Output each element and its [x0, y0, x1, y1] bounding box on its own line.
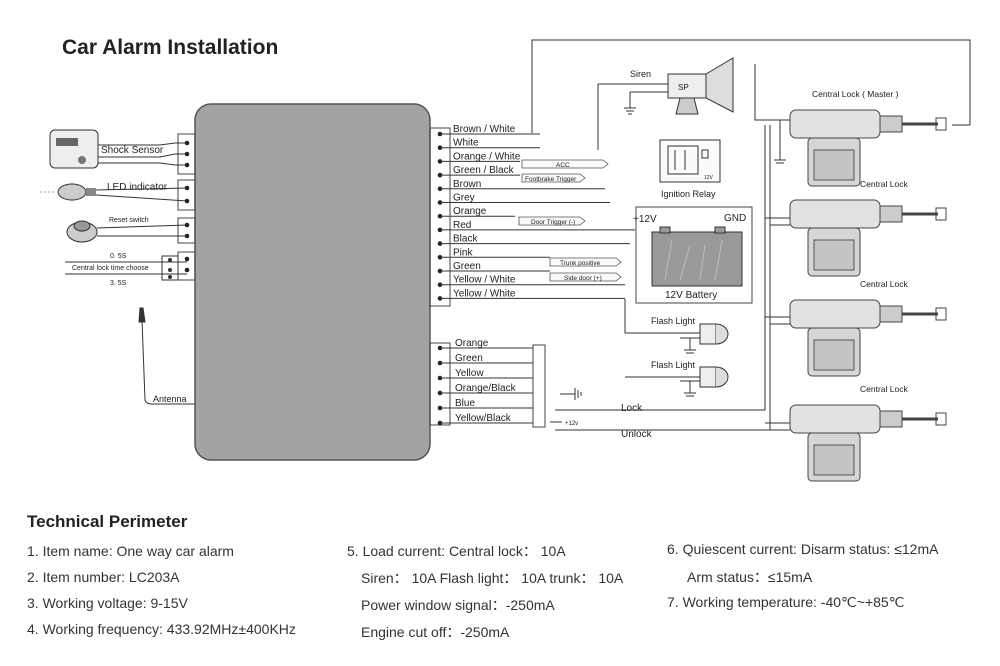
led-indicator-label: LED indicator [107, 182, 168, 193]
ignition-relay-voltage: 12V [704, 175, 714, 181]
wire-label: Orange / White [453, 151, 521, 162]
wire-label: White [453, 138, 479, 149]
lower-wire-group: OrangeGreenYellowOrange/BlackBlueYellow/… [437, 338, 533, 426]
lock-time-bottom: 3. 5S [110, 280, 127, 287]
lock-wire-label: Lock [621, 403, 643, 414]
plus12-label: +12v [565, 421, 578, 427]
spec-item: Arm status：≤15mA [687, 569, 813, 585]
battery-box [635, 206, 753, 304]
central-lock-label: Central Lock [860, 179, 908, 189]
central-lock-icon [789, 404, 947, 482]
spec-item: Power window signal：-250mA [361, 597, 555, 613]
wire-label: Grey [453, 193, 475, 204]
central-lock-icon [789, 109, 947, 187]
control-unit [194, 103, 431, 461]
central-lock-icon [789, 299, 947, 377]
footbrake-tag: Footbrake Trigger [525, 176, 577, 183]
acc-tag: ACC [556, 162, 570, 169]
upper-connector [429, 127, 451, 307]
battery-gnd: GND [724, 213, 746, 224]
led-indicator-icon [40, 183, 96, 201]
wire-label: Green / Black [453, 165, 515, 176]
wire-label: Black [453, 234, 478, 245]
battery-icon [651, 226, 743, 287]
wire-label: Red [453, 220, 471, 231]
siren-icon [667, 57, 734, 115]
battery-label: 12V Battery [665, 290, 717, 301]
trunk-tag: Trunk positive [560, 260, 601, 267]
spec-item: Engine cut off：-250mA [361, 624, 510, 640]
wire-label: Brown [453, 179, 481, 190]
flash-light-icon [699, 366, 729, 388]
tech-title: Technical Perimeter [27, 512, 188, 531]
wire-label: Orange/Black [455, 383, 517, 394]
central-lock-group: Central Lock ( Master )Central LockCentr… [789, 89, 947, 482]
antenna-icon [138, 307, 195, 405]
left-connectors [177, 133, 196, 281]
battery-plus: +12V [633, 214, 657, 225]
reset-switch-label: Reset switch [109, 217, 149, 224]
wire-label: Brown / White [453, 124, 516, 135]
wire-label: Yellow/Black [455, 413, 512, 424]
shock-sensor-icon [49, 129, 99, 169]
relay-block [532, 344, 546, 428]
unlock-wire-label: Unlock [621, 429, 653, 440]
central-lock-label: Central Lock [860, 279, 908, 289]
left-connector-pins [184, 140, 190, 273]
siren-inner-label: SP [678, 83, 689, 92]
central-lock-label: Central Lock [860, 384, 908, 394]
flash-light-icon [699, 323, 729, 345]
wire-tags [518, 159, 622, 282]
page-title: Car Alarm Installation [62, 36, 279, 59]
wire-label: Orange [455, 338, 489, 349]
spec-item: 6. Quiescent current: Disarm status: ≤12… [667, 541, 939, 557]
siren-label: Siren [630, 69, 651, 79]
spec-item: 5. Load current: Central lock： 10A [347, 543, 566, 559]
spec-item: 2. Item number: LC203A [27, 569, 180, 585]
lower-connector [429, 342, 451, 426]
wire-label: Yellow [455, 368, 484, 379]
wire-label: Pink [453, 247, 473, 258]
wire-label: Orange [453, 206, 487, 217]
antenna-label: Antenna [153, 394, 187, 404]
spec-item: Siren： 10A Flash light： 10A trunk： 10A [361, 570, 624, 586]
wire-label: Blue [455, 398, 475, 409]
wire-label: Green [453, 261, 481, 272]
wire-label: Yellow / White [453, 275, 516, 286]
ignition-relay-icon [659, 139, 721, 183]
spec-item: 4. Working frequency: 433.92MHz±400KHz [27, 621, 296, 637]
wire-label: Green [455, 353, 483, 364]
lock-time-label: Central lock time choose [72, 265, 149, 272]
reset-switch-icon [66, 220, 98, 243]
side-door-tag: Side door (+) [564, 275, 602, 282]
ignition-relay-label: Ignition Relay [661, 189, 716, 199]
lock-time-top: 0. 5S [110, 253, 127, 260]
wire-label: Yellow / White [453, 288, 516, 299]
central-lock-label: Central Lock ( Master ) [812, 89, 899, 99]
central-lock-icon [789, 199, 947, 277]
door-tag: Door Trigger (-) [531, 219, 575, 226]
jumper-icon [161, 255, 179, 281]
shock-sensor-label: Shock Sensor [101, 145, 164, 156]
flash-light-label: Flash Light [651, 360, 696, 370]
flash-light-label: Flash Light [651, 316, 696, 326]
spec-item: 7. Working temperature: -40℃~+85℃ [667, 594, 905, 610]
spec-item: 3. Working voltage: 9-15V [27, 595, 188, 611]
spec-item: 1. Item name: One way car alarm [27, 543, 234, 559]
